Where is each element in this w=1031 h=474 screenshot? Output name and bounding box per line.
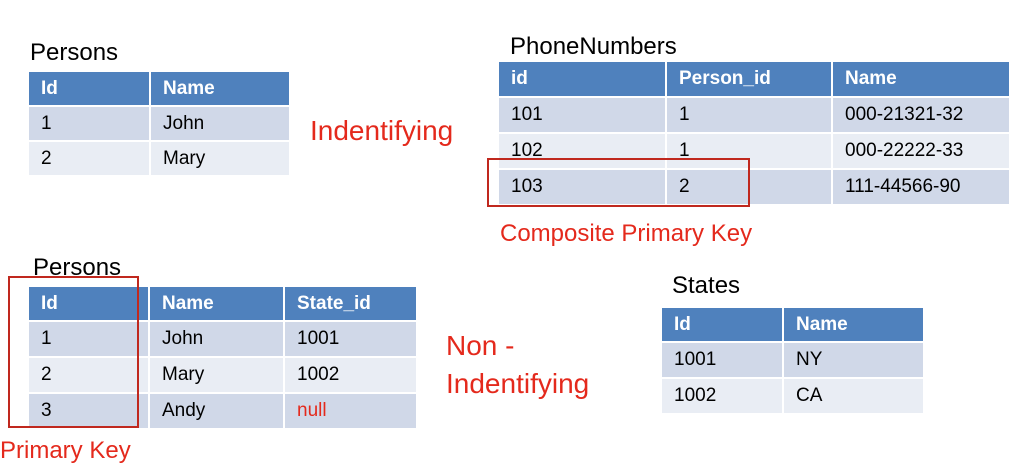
table-cell: CA bbox=[782, 377, 925, 415]
persons-top-title: Persons bbox=[30, 39, 119, 66]
primary-key-label: Primary Key bbox=[0, 437, 131, 464]
table-cell: 101 bbox=[497, 96, 667, 134]
table-row: 1 John bbox=[27, 105, 291, 142]
non-identifying-label-line1: Non - bbox=[446, 330, 515, 361]
table-cell: Mary bbox=[149, 140, 291, 177]
table-cell: 1 bbox=[665, 96, 833, 134]
table-row: 3 Andy null bbox=[27, 392, 418, 430]
phone-numbers-table: id Person_id Name 101 1 000-21321-32 102… bbox=[497, 60, 1011, 206]
table-cell: Andy bbox=[148, 392, 285, 430]
persons-bottom-table: Id Name State_id 1 John 1001 2 Mary 1002… bbox=[27, 285, 418, 430]
table-cell: 1 bbox=[665, 132, 833, 170]
table-cell: John bbox=[148, 320, 285, 358]
column-header: Id bbox=[660, 306, 784, 343]
column-header: Name bbox=[148, 285, 285, 322]
composite-primary-key-label: Composite Primary Key bbox=[500, 220, 753, 247]
column-header: State_id bbox=[283, 285, 418, 322]
table-cell: 102 bbox=[497, 132, 667, 170]
primary-key-highlight bbox=[8, 276, 139, 428]
table-row: 1001 NY bbox=[660, 341, 925, 379]
column-header: Name bbox=[831, 60, 1011, 98]
table-cell: 1 bbox=[27, 320, 150, 358]
table-cell: 1 bbox=[27, 105, 151, 142]
column-header: Id bbox=[27, 70, 151, 107]
column-header: Person_id bbox=[665, 60, 833, 98]
column-header: Name bbox=[149, 70, 291, 107]
table-cell: 3 bbox=[27, 392, 150, 430]
null-value-cell: null bbox=[283, 392, 418, 430]
composite-key-highlight bbox=[487, 158, 750, 207]
table-row: 1002 CA bbox=[660, 377, 925, 415]
non-identifying-label-line2: Indentifying bbox=[446, 368, 590, 399]
table-cell: 2 bbox=[27, 140, 151, 177]
table-row: 1 John 1001 bbox=[27, 320, 418, 358]
table-row: 2 Mary bbox=[27, 140, 291, 177]
table-cell: 1002 bbox=[660, 377, 784, 415]
column-header: id bbox=[497, 60, 667, 98]
table-row: 102 1 000-22222-33 bbox=[497, 132, 1011, 170]
states-title: States bbox=[672, 272, 741, 299]
table-cell: 000-21321-32 bbox=[831, 96, 1011, 134]
table-cell: 1001 bbox=[660, 341, 784, 379]
table-cell: 2 bbox=[27, 356, 150, 394]
column-header: Id bbox=[27, 285, 150, 322]
column-header: Name bbox=[782, 306, 925, 343]
table-row: 2 Mary 1002 bbox=[27, 356, 418, 394]
table-cell: NY bbox=[782, 341, 925, 379]
table-cell: 1002 bbox=[283, 356, 418, 394]
table-cell: Mary bbox=[148, 356, 285, 394]
table-cell: 1001 bbox=[283, 320, 418, 358]
states-table: Id Name 1001 NY 1002 CA bbox=[660, 306, 925, 415]
table-row: 101 1 000-21321-32 bbox=[497, 96, 1011, 134]
table-cell: 103 bbox=[497, 168, 667, 206]
table-cell: 000-22222-33 bbox=[831, 132, 1011, 170]
identifying-label: Indentifying bbox=[310, 115, 454, 146]
table-cell: 111-44566-90 bbox=[831, 168, 1011, 206]
persons-top-table: Id Name 1 John 2 Mary bbox=[27, 70, 291, 177]
persons-bottom-title: Persons bbox=[33, 254, 122, 281]
phone-numbers-title: PhoneNumbers bbox=[510, 33, 677, 60]
table-cell: John bbox=[149, 105, 291, 142]
